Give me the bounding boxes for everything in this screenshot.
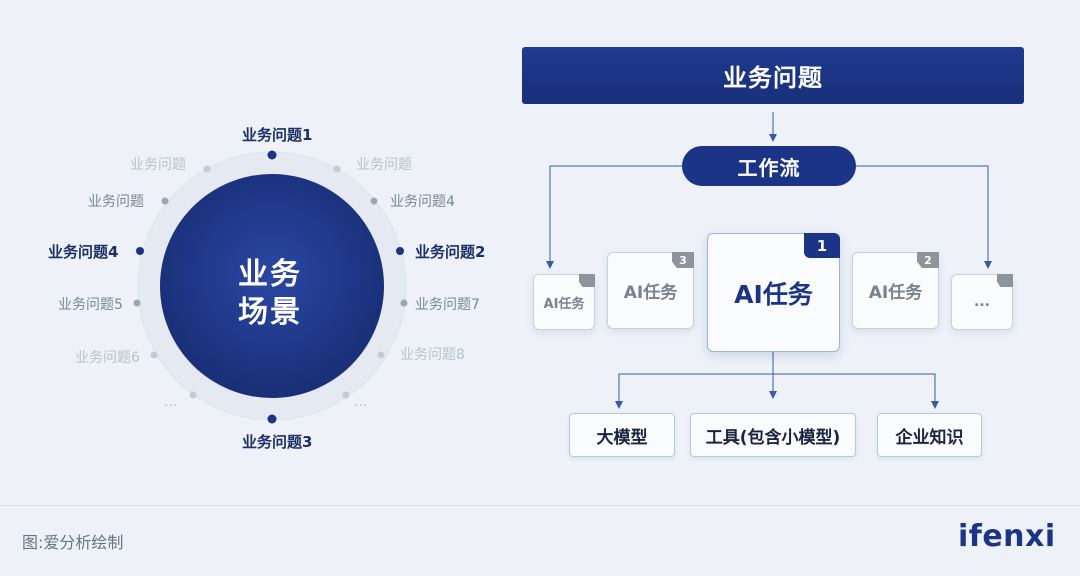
center-circle: [160, 174, 384, 398]
ai-task-card-2: AI任务 2: [852, 252, 939, 329]
dot-q4-left: [136, 247, 144, 255]
label-q7: 业务问题7: [415, 297, 480, 313]
label-q3: 业务问题3: [242, 433, 313, 451]
label-mid-l: 业务问题: [88, 194, 144, 210]
badge-1: 1: [804, 233, 840, 258]
corner-badge: [579, 274, 595, 287]
badge-3: 3: [672, 252, 694, 268]
dot-q5: [133, 299, 141, 307]
label-faint-tl: 业务问题: [130, 157, 186, 173]
center-title-line1: 业务: [238, 257, 302, 292]
label-faint-tr: 业务问题: [356, 157, 412, 173]
ai-task-card-ellipsis: ...: [951, 274, 1013, 330]
dot-q6: [150, 351, 158, 359]
arrow-split-left: [615, 373, 773, 409]
dot-q4-right: [370, 197, 378, 205]
dot-mid-l: [161, 197, 169, 205]
label-q6: 业务问题6: [75, 350, 140, 366]
arrow-workflow-right: [856, 165, 992, 269]
workflow-pill: 工作流: [682, 146, 856, 186]
dot-ell-r: [342, 391, 350, 399]
badge-2: 2: [917, 252, 939, 268]
resource-tools: 工具(包含小模型): [690, 413, 856, 457]
label-q4-right: 业务问题4: [390, 194, 455, 210]
center-title-line2: 场景: [238, 295, 302, 330]
flow-connectors: [546, 112, 992, 409]
ai-task-card-far-left: AI任务: [533, 274, 595, 330]
label-ellipsis-left: ...: [164, 394, 178, 410]
resource-enterprise-knowledge: 企业知识: [877, 413, 982, 457]
dot-q3: [267, 414, 277, 424]
source-caption: 图:爱分析绘制: [22, 533, 124, 552]
dot-ell-l: [189, 391, 197, 399]
ai-task-label: AI任务: [543, 296, 585, 312]
dot-q7: [400, 299, 408, 307]
label-q1: 业务问题1: [242, 126, 313, 144]
ai-task-label: AI任务: [734, 279, 813, 309]
corner-badge: [997, 274, 1013, 287]
dot-q2: [396, 247, 404, 255]
ai-task-card-3: AI任务 3: [607, 252, 694, 329]
resource-large-model: 大模型: [569, 413, 675, 457]
dot-q1: [267, 150, 277, 160]
arrow-workflow-left: [546, 165, 682, 269]
dot-faint-tl: [203, 165, 211, 173]
dot-q8: [377, 351, 385, 359]
ai-task-label: AI任务: [623, 283, 678, 303]
label-q2: 业务问题2: [415, 243, 486, 261]
label-q4-left: 业务问题4: [48, 243, 119, 261]
footer-divider: [0, 505, 1080, 506]
ifenxi-logo: ifenxi: [958, 519, 1056, 554]
ai-task-card-1: AI任务 1: [707, 233, 840, 352]
label-ellipsis-right: ...: [354, 394, 368, 410]
dot-faint-tr: [333, 165, 341, 173]
ai-task-label: AI任务: [868, 283, 923, 303]
business-problem-header: 业务问题: [522, 47, 1024, 104]
ellipsis-label: ...: [974, 294, 990, 310]
label-q5: 业务问题5: [58, 297, 123, 313]
label-q8: 业务问题8: [400, 347, 465, 363]
ring-dots: [133, 150, 408, 424]
arrow-split-right: [773, 373, 939, 409]
